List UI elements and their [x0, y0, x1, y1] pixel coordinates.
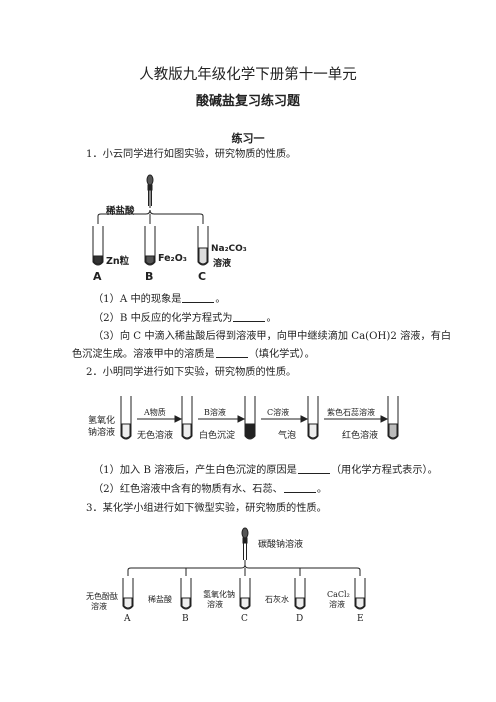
q3-tube-d-label: 石灰水	[265, 595, 289, 604]
q2-arrow-label-litmus: 紫色石蕊溶液	[327, 408, 375, 417]
answer-blank[interactable]	[297, 463, 330, 474]
q1-tube-b-content: Fe₂O₃	[158, 253, 187, 264]
q1-bracket	[97, 209, 204, 224]
q2-start-label-line2: 钠溶液	[88, 428, 116, 438]
q3-tube-e-label-line1: CaCl₂	[327, 590, 350, 599]
q3-dropper-label: 碳酸钠溶液	[258, 540, 304, 550]
q1-part3-line1: （3）向 C 中滴入稀盐酸后得到溶液甲，向甲中继续滴加 Ca(OH)2 溶液，有…	[93, 331, 452, 342]
q2-result-2: 白色沉淀	[199, 431, 236, 441]
q3-tube-a-letter: A	[124, 614, 131, 624]
q2-test-tubes	[120, 396, 399, 440]
answer-blank[interactable]	[283, 482, 316, 493]
q3-bracket	[127, 564, 361, 576]
q3-dropper-icon	[241, 527, 249, 566]
q1-dropper-label: 稀盐酸	[106, 206, 135, 217]
q1-tube-b-letter: B	[145, 270, 154, 283]
q2-result-3: 气泡	[278, 431, 297, 441]
q3-tube-e-label-line2: 溶液	[329, 600, 345, 609]
q3-tube-c-label-line2: 溶液	[207, 600, 223, 609]
answer-blank[interactable]	[233, 311, 266, 322]
q2-arrows	[137, 415, 389, 423]
q3-tube-c-label-line1: 氢氧化钠	[203, 590, 235, 599]
q1-part1: （1）A 中的现象是。	[93, 292, 226, 305]
q3-tube-d-letter: D	[296, 614, 304, 624]
q1-dropper-icon	[146, 174, 154, 208]
q2-arrow-label-c: C溶液	[267, 408, 290, 417]
q2-part2: （2）红色溶液中含有的物质有水、石蕊、。	[93, 482, 328, 495]
q2-arrow-label-a: A物质	[144, 408, 166, 417]
q1-test-tubes	[92, 226, 209, 266]
answer-blank[interactable]	[182, 292, 215, 303]
q3-tube-e-letter: E	[357, 614, 364, 624]
q3-tube-c-letter: C	[241, 614, 248, 624]
q1-stem: 1．小云同学进行如图实验，研究物质的性质。	[86, 149, 297, 160]
q1-tube-c-content-line2: 溶液	[213, 259, 232, 269]
q1-tube-a-content: Zn粒	[106, 256, 130, 267]
q3-tube-a-label-line1: 无色酚酞	[86, 592, 118, 601]
q1-tube-a-letter: A	[93, 270, 102, 283]
answer-blank[interactable]	[215, 347, 248, 358]
q3-tube-a-label-line2: 溶液	[91, 602, 107, 611]
q2-start-label-line1: 氢氧化	[88, 416, 116, 426]
q3-tube-b-letter: B	[182, 614, 189, 624]
q2-arrow-label-b: B溶液	[204, 408, 226, 417]
q2-result-4: 红色溶液	[342, 431, 379, 441]
q1-tube-c-content-line1: Na₂CO₃	[211, 244, 247, 254]
q3-stem: 3．某化学小组进行如下微型实验，研究物质的性质。	[86, 503, 327, 514]
q1-part3-line2: 色沉淀生成。溶液甲中的溶质是（填化学式）。	[72, 347, 315, 360]
q1-tube-c-letter: C	[198, 270, 207, 283]
q1-part2: （2）B 中反应的化学方程式为。	[93, 311, 277, 324]
q2-part1: （1）加入 B 溶液后，产生白色沉淀的原因是（用化学方程式表示）。	[93, 463, 438, 476]
q2-result-1: 无色溶液	[137, 431, 174, 441]
q3-test-tubes	[122, 578, 366, 610]
q2-stem: 2．小明同学进行如下实验，研究物质的性质。	[86, 367, 297, 378]
q3-tube-b-label: 稀盐酸	[148, 595, 172, 604]
document-title: 人教版九年级化学下册第十一单元	[139, 67, 357, 83]
document-subtitle: 酸碱盐复习练习题	[195, 94, 300, 109]
section-heading: 练习一	[231, 132, 265, 145]
